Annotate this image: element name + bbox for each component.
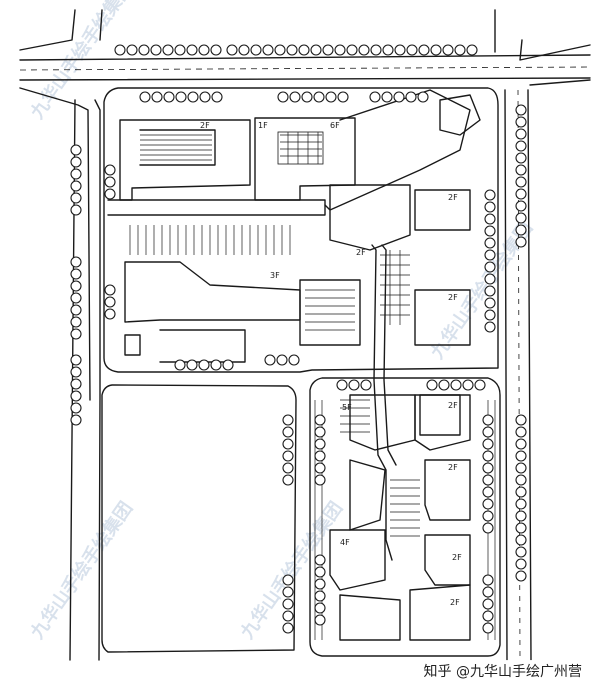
trees-right-column	[484, 104, 527, 582]
credit-caption: 知乎 @九华山手绘广州营	[417, 660, 588, 684]
southwest-block	[101, 384, 297, 653]
southeast-block	[309, 377, 501, 657]
label-5f: 5F	[342, 403, 352, 412]
north-block	[103, 87, 499, 373]
north-buildings	[107, 89, 481, 363]
label-2f-se1: 2F	[448, 401, 458, 410]
label-4f: 4F	[340, 538, 350, 547]
central-walkway-edge	[381, 244, 397, 466]
watermark-3: 九华山手绘手绘集团	[26, 498, 138, 644]
trees-south	[174, 354, 494, 634]
floor-labels: 2F 1F 6F 3F 2F 2F 5F 2F 2F 4F 2F 2F 2F	[200, 121, 462, 607]
label-2f-e: 2F	[448, 293, 458, 302]
label-2f-se3: 2F	[452, 553, 462, 562]
label-3f: 3F	[270, 271, 280, 280]
label-2f-se4: 2F	[450, 598, 460, 607]
trees-left-column	[70, 144, 116, 426]
label-2f-se2: 2F	[448, 463, 458, 472]
label-2f: 2F	[200, 121, 210, 130]
road-lines	[19, 9, 591, 661]
label-6f: 6F	[330, 121, 340, 130]
trees-top-row	[114, 44, 478, 56]
label-1f: 1F	[258, 121, 268, 130]
trees-north-block	[139, 91, 429, 103]
label-2f-ne: 2F	[448, 193, 458, 202]
label-2f-c: 2F	[356, 248, 366, 257]
watermark-1: 九华山手绘手绘集团	[26, 0, 138, 124]
southeast-buildings	[329, 394, 471, 641]
central-walkway	[371, 244, 393, 561]
